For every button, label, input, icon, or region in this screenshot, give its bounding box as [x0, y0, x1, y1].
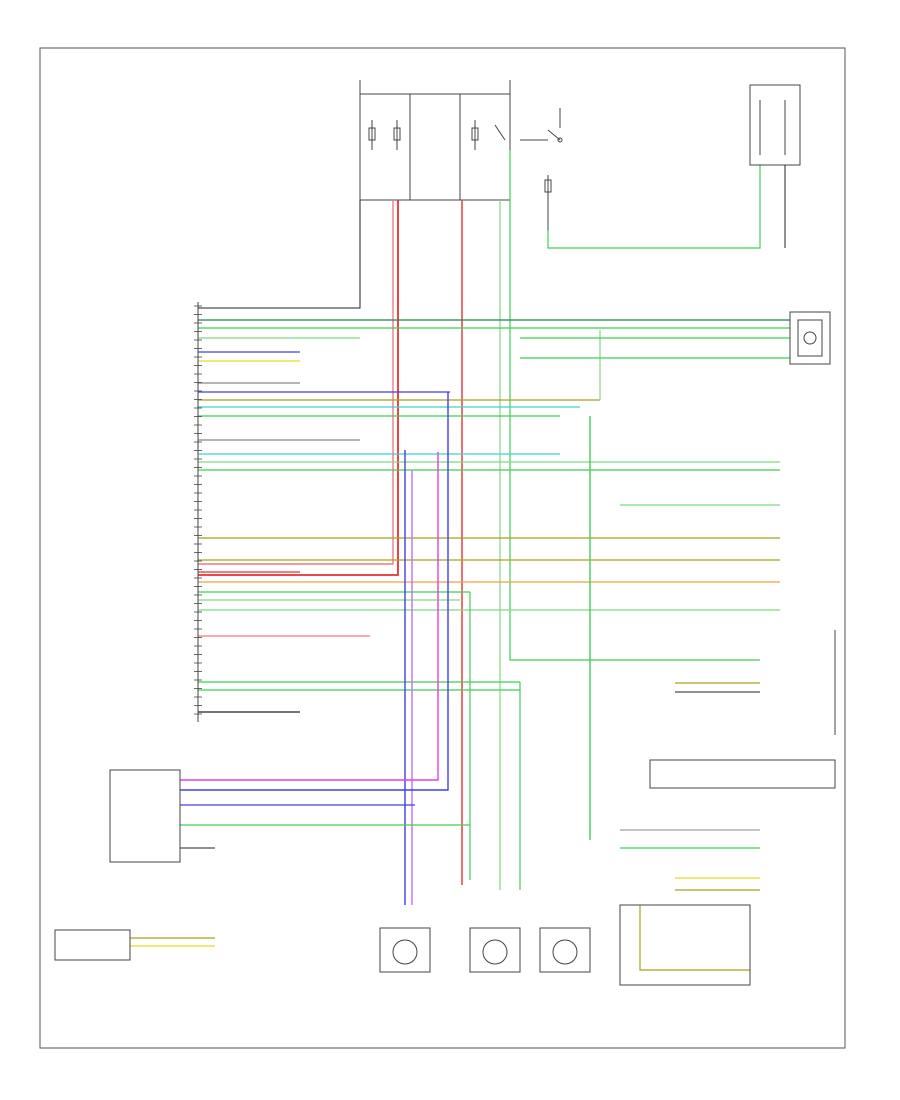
- diagram-frame: [39, 47, 846, 1049]
- wheel-speed-sensor-icon: [539, 927, 591, 973]
- wire-blue-left: [180, 392, 449, 791]
- right-module-box-upper: [649, 759, 836, 789]
- sensor-box-top-right: [789, 311, 831, 365]
- fuse-block: [359, 80, 563, 230]
- left-module-box: [109, 769, 181, 863]
- fuse-icon: [393, 120, 401, 150]
- wires-layer: [130, 150, 790, 971]
- wire-power-red: [198, 200, 399, 576]
- fuse-block-outline: [359, 93, 511, 201]
- relay-switch-icon: [494, 108, 563, 143]
- wire-signal-green-top: [547, 165, 761, 249]
- fuse-icon: [368, 120, 376, 150]
- wire-olive-right: [639, 905, 750, 971]
- top-right-connector: [749, 84, 801, 166]
- fuse-icon: [471, 120, 479, 150]
- wheel-speed-sensor-icon: [379, 927, 431, 973]
- wire-ground: [198, 200, 361, 309]
- bottom-left-connector-box: [54, 929, 131, 961]
- fuse-icon: [544, 175, 552, 230]
- right-module-box-lower: [619, 904, 751, 986]
- sensor-outline: [789, 311, 831, 365]
- bottom-sensors: [379, 927, 591, 973]
- wheel-speed-sensor-icon: [469, 927, 521, 973]
- wire-magenta-left: [180, 452, 439, 781]
- wire-power-pink: [198, 200, 394, 565]
